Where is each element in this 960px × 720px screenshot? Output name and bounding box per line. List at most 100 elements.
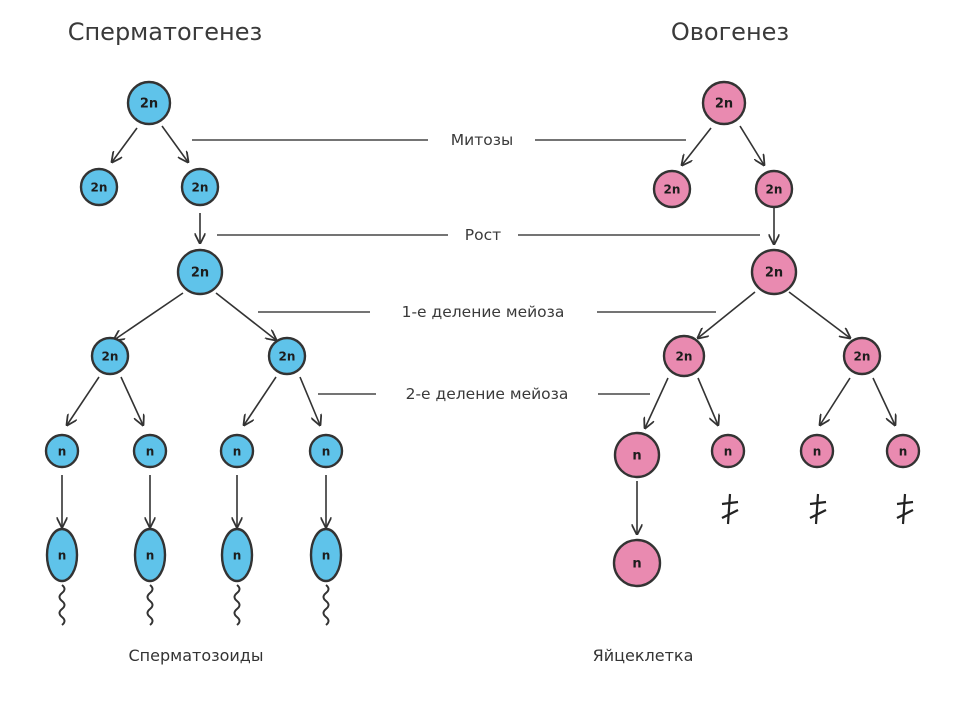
egg-cell-mitosis-1: 2n [652,169,692,209]
egg-arrow-m2-d [872,377,895,425]
spermatid-1-body [44,433,80,469]
stage-label-meiosis-1: 1-е деление мейоза [402,303,565,321]
sperm-arrow-m2-b [120,376,143,425]
sperm-cell-meiosis1-2-body [267,336,307,376]
spermatid-1: n [44,433,80,469]
egg-cell-meiosis1-1-ploidy-label: 2n [676,349,693,363]
title-oogenesis: Овогенез [671,18,789,46]
sperm-cell-growth-ploidy-label: 2n [191,266,209,281]
egg-cell-mature: n [612,538,662,588]
polar-body-2-degenerated-icon [809,493,827,525]
sperm-arrow-m1-right [215,292,276,340]
cells-layer: 2n 2n 2n 2n 2n 2n n n n n n n n n 2n 2n 2n 2n 2n 2n n n n n n [44,80,921,588]
sperm-cell-growth: 2n [176,248,224,296]
stage-label-meiosis-2: 2-е деление мейоза [406,385,569,403]
spermatid-4-body [308,433,344,469]
egg-polar-body-3-ploidy-label: n [899,444,908,458]
spermatozoon-4: n [309,527,343,583]
egg-cell-growth-ploidy-label: 2n [765,266,783,281]
caption-spermatozoa: Сперматозоиды [128,646,263,665]
egg-arrow-mitosis-left [682,127,712,165]
polar-body-1-degenerated-icon [721,493,739,525]
sperm-arrow-m1-left [114,292,184,340]
spermatozoon-2: n [133,527,167,583]
sperm-cell-mitosis-2-body [180,167,220,207]
tails-layer [58,584,330,626]
sperm-cell-initial: 2n [126,80,172,126]
spermatozoon-4-body [309,527,343,583]
egg-arrow-m1-left [698,291,756,338]
sperm-cell-meiosis1-2: 2n [267,336,307,376]
sperm-cell-mitosis-1: 2n [79,167,119,207]
stage-label-mitosis: Митозы [451,131,513,149]
spermatozoon-2-ploidy-label: n [146,548,155,562]
egg-cell-mitosis-1-ploidy-label: 2n [664,182,681,196]
egg-polar-body-2-ploidy-label: n [813,444,822,458]
egg-cell-growth: 2n [750,248,798,296]
egg-arrow-m2-b [697,377,718,425]
egg-cell-meiosis1-1-body [662,334,706,378]
egg-polar-body-1-body [710,433,746,469]
sperm-cell-meiosis1-1-ploidy-label: 2n [102,349,119,363]
sperm-arrow-m2-d [299,376,320,425]
sperm-arrow-m2-a [67,376,100,425]
egg-cell-meiosis1-1: 2n [662,334,706,378]
sperm-cell-initial-ploidy-label: 2n [140,97,158,112]
egg-cell-initial-body [701,80,747,126]
spermatozoon-3-ploidy-label: n [233,548,242,562]
title-spermatogenesis: Сперматогенез [68,18,263,46]
sperm-cell-mitosis-1-body [79,167,119,207]
sperm-cell-initial-body [126,80,172,126]
spermatid-3-ploidy-label: n [233,444,242,458]
egg-polar-body-2-body [799,433,835,469]
egg-polar-body-1: n [710,433,746,469]
crosses-layer [721,493,914,525]
egg-cell-mitosis-2-ploidy-label: 2n [766,182,783,196]
sperm-cell-mitosis-1-ploidy-label: 2n [91,180,108,194]
egg-cell-mitosis-1-body [652,169,692,209]
egg-ootid-ploidy-label: n [632,449,641,464]
sperm-cell-meiosis1-2-ploidy-label: 2n [279,349,296,363]
egg-arrow-m2-c [820,377,851,425]
sperm-cell-meiosis1-1: 2n [90,336,130,376]
caption-egg-cell: Яйцеклетка [593,646,694,665]
spermatid-2-ploidy-label: n [146,444,155,458]
egg-ootid: n [613,431,661,479]
spermatid-3: n [219,433,255,469]
spermatozoon-4-ploidy-label: n [322,548,331,562]
egg-arrow-m2-a [645,377,669,428]
egg-cell-meiosis1-2-ploidy-label: 2n [854,349,871,363]
egg-arrow-m1-right [788,291,850,338]
egg-polar-body-1-ploidy-label: n [724,444,733,458]
spermatozoon-3: n [220,527,254,583]
sperm-arrow-m2-c [244,376,277,425]
egg-cell-mitosis-2: 2n [754,169,794,209]
sperm-cell-meiosis1-1-body [90,336,130,376]
spermatid-1-ploidy-label: n [58,444,67,458]
egg-polar-body-3: n [885,433,921,469]
egg-cell-mature-body [612,538,662,588]
spermatid-2-body [132,433,168,469]
spermatozoon-1: n [45,527,79,583]
egg-cell-mitosis-2-body [754,169,794,209]
spermatid-4: n [308,433,344,469]
spermatozoon-2-body [133,527,167,583]
sperm-tail-1 [58,584,66,626]
arrows-layer [62,125,895,534]
egg-cell-growth-body [750,248,798,296]
egg-ootid-body [613,431,661,479]
egg-cell-initial: 2n [701,80,747,126]
egg-polar-body-2: n [799,433,835,469]
polar-body-3-degenerated-icon [896,493,914,525]
sperm-arrow-mitosis-left [112,127,138,162]
spermatozoon-1-body [45,527,79,583]
egg-cell-mature-ploidy-label: n [632,557,641,572]
sperm-cell-mitosis-2-ploidy-label: 2n [192,180,209,194]
spermatid-4-ploidy-label: n [322,444,331,458]
spermatid-2: n [132,433,168,469]
egg-cell-initial-ploidy-label: 2n [715,97,733,112]
sperm-cell-growth-body [176,248,224,296]
stage-label-growth: Рост [465,226,501,244]
spermatid-3-body [219,433,255,469]
